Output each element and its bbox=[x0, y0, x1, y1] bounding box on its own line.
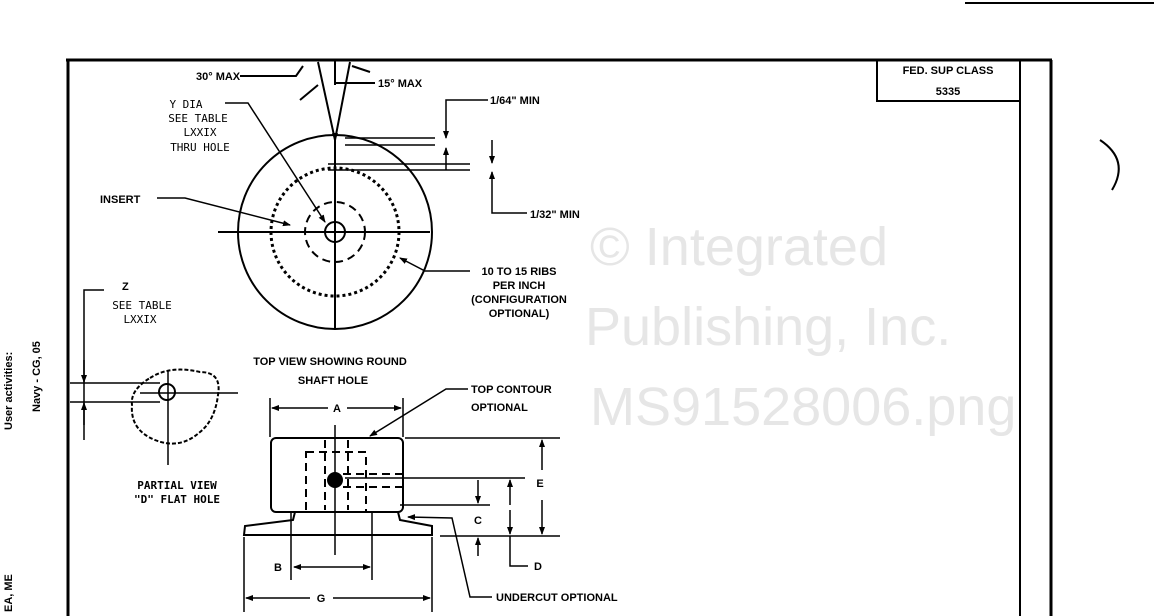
dimension-d-label: D bbox=[534, 561, 542, 573]
insert-label: INSERT bbox=[100, 194, 141, 206]
partial-view-caption-1: PARTIAL VIEW bbox=[137, 479, 217, 492]
margin-notes: User activities: Navy - CG, 05 EA, ME bbox=[3, 341, 43, 612]
ribs-label-3: (CONFIGURATION bbox=[471, 294, 567, 306]
side-view: A TOP CONTOUR OPTIONAL E C D B G UNDERCU… bbox=[242, 384, 618, 612]
min-1-32-label: 1/32" MIN bbox=[530, 209, 580, 221]
watermark-line-3: MS91528006.png bbox=[590, 377, 1016, 437]
margin-note-2: Navy - CG, 05 bbox=[31, 341, 43, 412]
top-contour-label-1: TOP CONTOUR bbox=[471, 384, 552, 396]
top-view: 30° MAX 15° MAX Y DIA SEE TABLE LXXIX TH… bbox=[100, 60, 580, 387]
top-view-caption-2: SHAFT HOLE bbox=[298, 375, 368, 387]
top-contour-label-2: OPTIONAL bbox=[471, 402, 528, 414]
ribs-label-4: OPTIONAL) bbox=[489, 308, 550, 320]
ribs-label-1: 10 TO 15 RIBS bbox=[482, 266, 557, 278]
z-note-1: SEE TABLE bbox=[112, 299, 172, 312]
fed-sup-class-label: FED. SUP CLASS bbox=[903, 65, 994, 77]
watermark-line-2: Publishing, Inc. bbox=[585, 297, 951, 357]
y-dia-note-3: THRU HOLE bbox=[170, 141, 230, 154]
partial-view-d-flat-hole: Z SEE TABLE LXXIX PARTIAL VIEW "D" FLAT … bbox=[70, 281, 238, 506]
y-dia-note-1: SEE TABLE bbox=[168, 112, 228, 125]
fed-sup-class-block: FED. SUP CLASS 5335 bbox=[876, 60, 1020, 102]
min-1-64-label: 1/64" MIN bbox=[490, 95, 540, 107]
angle-15-max-label: 15° MAX bbox=[378, 78, 423, 90]
dimension-c-label: C bbox=[474, 515, 482, 527]
dimension-b-label: B bbox=[274, 562, 282, 574]
y-dia-label: Y DIA bbox=[169, 98, 202, 111]
z-label: Z bbox=[122, 281, 129, 293]
top-view-caption-1: TOP VIEW SHOWING ROUND bbox=[253, 356, 407, 368]
dimension-a-label: A bbox=[333, 403, 341, 415]
ribs-label-2: PER INCH bbox=[493, 280, 546, 292]
partial-view-caption-2: "D" FLAT HOLE bbox=[134, 493, 220, 506]
dimension-g-label: G bbox=[317, 593, 326, 605]
dimension-e-label: E bbox=[536, 478, 543, 490]
watermark-line-1: © Integrated bbox=[590, 217, 888, 277]
drawing-frame bbox=[66, 2, 1154, 616]
z-note-2: LXXIX bbox=[123, 313, 156, 326]
undercut-optional-label: UNDERCUT OPTIONAL bbox=[496, 592, 618, 604]
watermark: © Integrated Publishing, Inc. MS91528006… bbox=[585, 217, 1016, 437]
margin-note-3: EA, ME bbox=[3, 574, 15, 612]
margin-note-1: User activities: bbox=[3, 352, 15, 430]
angle-30-max-label: 30° MAX bbox=[196, 71, 241, 83]
fed-sup-class-value: 5335 bbox=[936, 86, 960, 98]
y-dia-note-2: LXXIX bbox=[183, 126, 216, 139]
